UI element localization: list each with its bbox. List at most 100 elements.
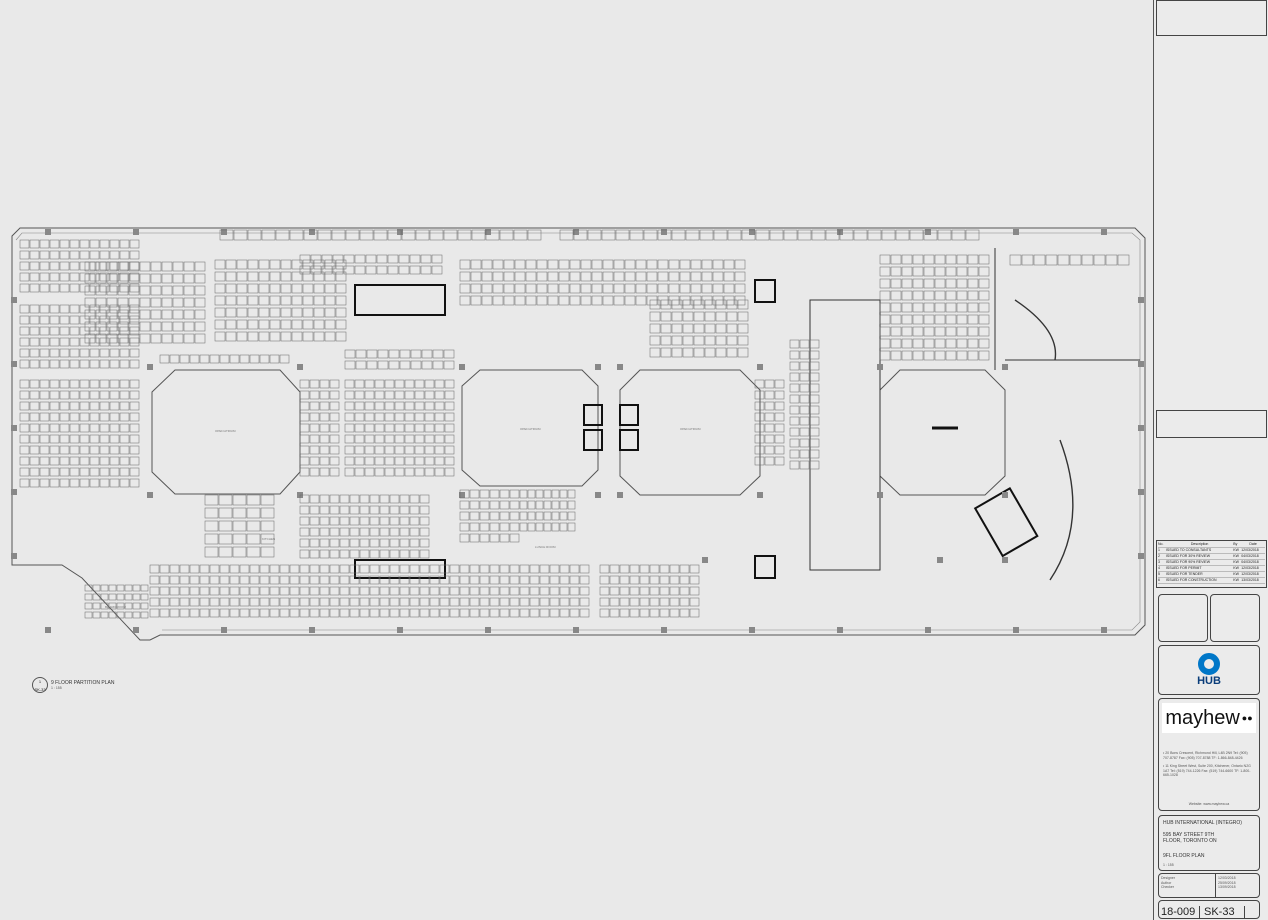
workstation [809, 361, 820, 371]
workstation [619, 575, 630, 585]
workstation [799, 438, 810, 448]
workstation [109, 348, 120, 358]
workstation [853, 229, 868, 241]
workstation [519, 564, 530, 574]
workstation [536, 271, 548, 282]
workstation [693, 347, 705, 358]
workstation [204, 507, 219, 519]
workstation [459, 586, 470, 596]
workstation [741, 229, 756, 241]
workstation [701, 271, 713, 282]
workstation [229, 608, 240, 618]
workstation [535, 489, 544, 499]
workstation [384, 379, 395, 389]
workstation [260, 520, 275, 532]
workstation [901, 254, 913, 265]
workstation [701, 295, 713, 306]
workstation [443, 360, 455, 370]
workstation [635, 283, 647, 294]
workstation [404, 401, 415, 411]
revision-no: 3 [1158, 560, 1160, 564]
workstation [89, 478, 100, 488]
workstation [434, 412, 445, 422]
workstation [799, 416, 810, 426]
workstation [682, 299, 694, 310]
workstation [269, 283, 281, 294]
workstation [218, 546, 233, 558]
workstation [179, 597, 190, 607]
workstation [535, 511, 544, 521]
workstation [95, 261, 107, 272]
workstation [890, 278, 902, 289]
workstation [69, 434, 80, 444]
workstation [159, 564, 170, 574]
workstation [602, 295, 614, 306]
workstation [319, 390, 330, 400]
workstation [599, 608, 610, 618]
workstation [704, 347, 716, 358]
workstation [671, 229, 686, 241]
workstation [419, 564, 430, 574]
workstation [419, 516, 430, 526]
workstation [726, 335, 738, 346]
workstation [945, 350, 957, 361]
column [485, 229, 491, 235]
workstation [879, 266, 891, 277]
workstation [867, 229, 882, 241]
workstation [660, 299, 672, 310]
workstation [329, 401, 340, 411]
workstation [299, 390, 310, 400]
workstation [299, 575, 310, 585]
workstation [159, 597, 170, 607]
workstation [459, 500, 470, 510]
workstation [117, 333, 129, 344]
workstation [443, 349, 455, 359]
workstation [509, 533, 520, 543]
workstation [92, 584, 101, 592]
workstation [218, 494, 233, 506]
atrium-1 [151, 369, 301, 495]
workstation [49, 467, 60, 477]
workstation [629, 608, 640, 618]
workstation [29, 283, 40, 293]
workstation [388, 349, 400, 359]
workstation [59, 359, 70, 369]
workstation [232, 520, 247, 532]
workstation [29, 239, 40, 249]
workstation [108, 611, 117, 619]
workstation [39, 379, 50, 389]
workstation [384, 412, 395, 422]
workstation [39, 390, 50, 400]
workstation [470, 295, 482, 306]
workstation [229, 564, 240, 574]
workstation [384, 390, 395, 400]
workstation [194, 321, 206, 332]
workstation [726, 347, 738, 358]
workstation [339, 586, 350, 596]
workstation [161, 273, 173, 284]
workstation [945, 278, 957, 289]
workstation [726, 299, 738, 310]
workstation [19, 412, 30, 422]
workstation [49, 250, 60, 260]
workstation [309, 516, 320, 526]
workstation [404, 434, 415, 444]
workstation [602, 259, 614, 270]
workstation [109, 337, 120, 347]
workstation [414, 467, 425, 477]
workstation [225, 331, 237, 342]
workstation [489, 533, 500, 543]
workstation [879, 314, 891, 325]
workstation [149, 597, 160, 607]
workstation [734, 271, 746, 282]
workstation [429, 597, 440, 607]
workstation [879, 302, 891, 313]
workstation [734, 283, 746, 294]
workstation [280, 259, 292, 270]
workstation [129, 445, 140, 455]
workstation [643, 229, 658, 241]
workstation [59, 250, 70, 260]
workstation [19, 456, 30, 466]
workstation [657, 259, 669, 270]
workstation [376, 265, 388, 275]
